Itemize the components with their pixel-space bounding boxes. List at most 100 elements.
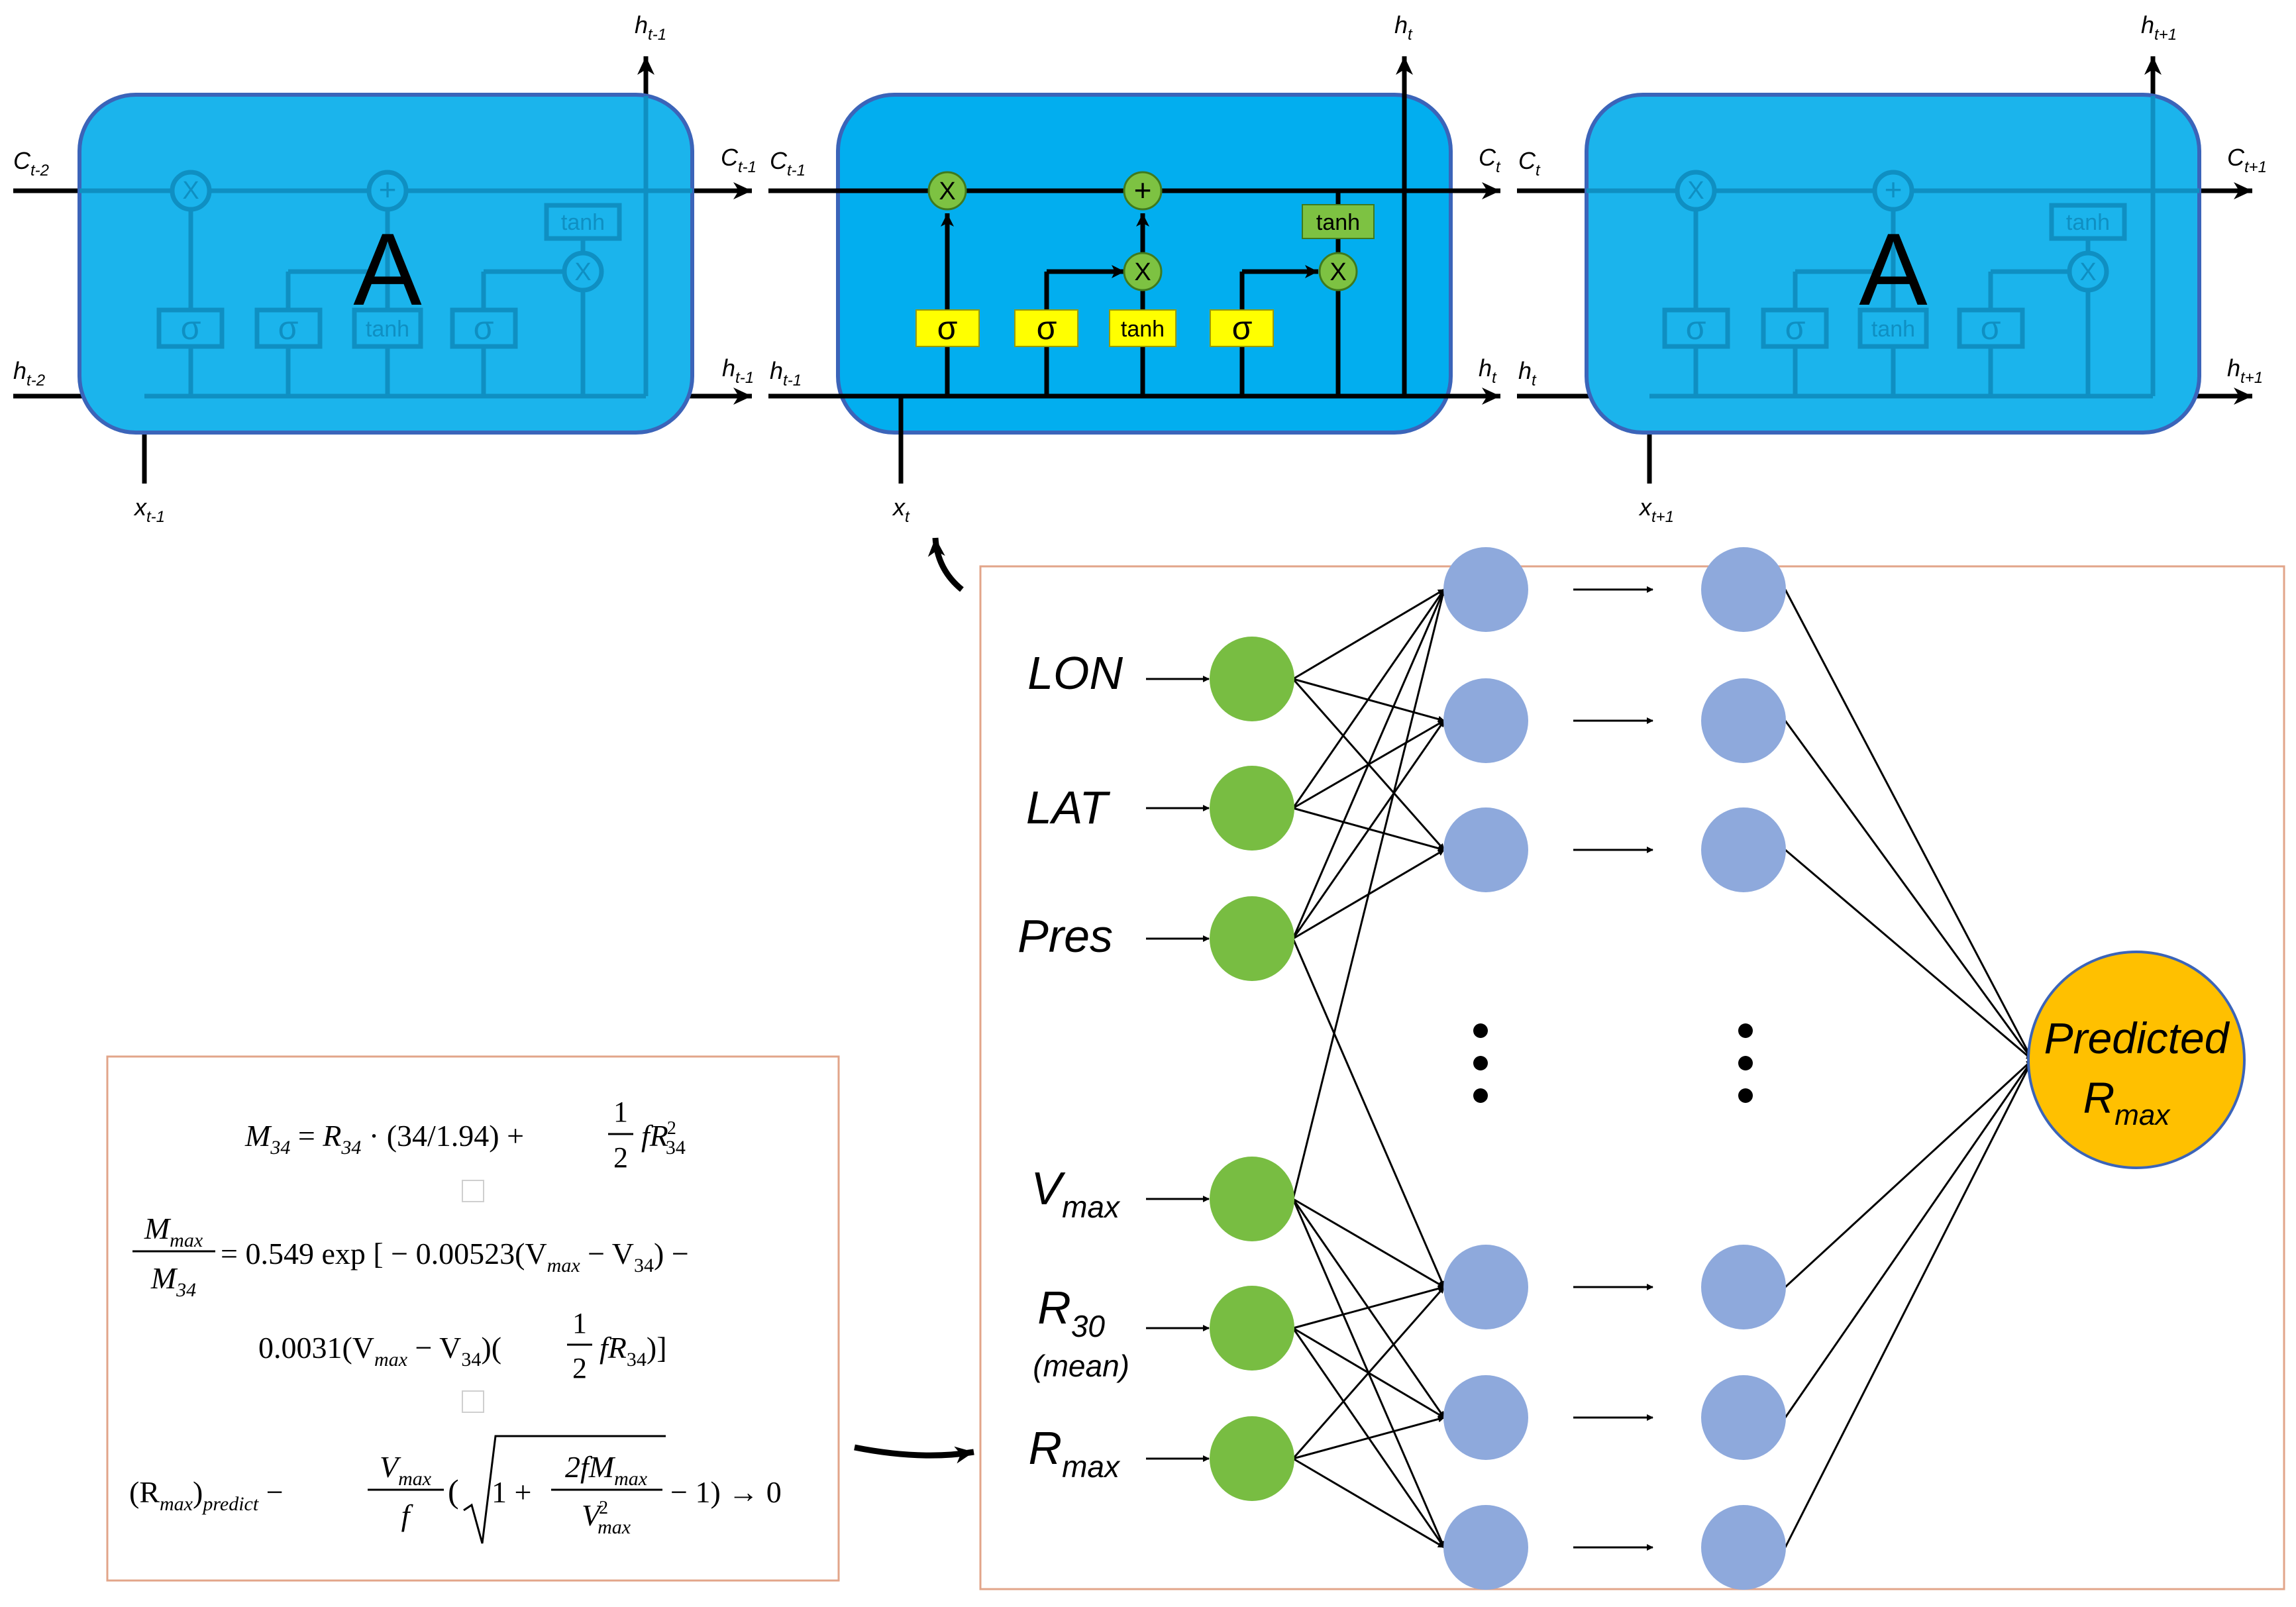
label-h-out-right: ht+1	[2227, 354, 2263, 387]
network-edge	[1292, 588, 1445, 680]
network-edge	[1292, 1416, 1445, 1460]
eq2-fraction-numerator: Mmax	[144, 1212, 203, 1251]
network-edge	[1784, 720, 2034, 1061]
hidden-node	[1443, 807, 1528, 892]
output-node	[2027, 951, 2246, 1169]
input-arrows	[1146, 676, 1210, 1462]
multiply-label: X	[939, 178, 955, 205]
network-edge	[1292, 589, 1445, 939]
label-h-top-right: ht+1	[2141, 11, 2177, 44]
gates-middle	[915, 171, 1375, 347]
equation-1: M34 = R34 · (34/1.94) +	[244, 1119, 524, 1159]
label-h-in-right: ht	[1518, 357, 1537, 389]
input-multiply-node	[1123, 252, 1163, 291]
network-edge	[1292, 589, 1445, 809]
ellipsis-dot	[1738, 1088, 1753, 1103]
placeholder-box	[462, 1180, 484, 1202]
input-label-r30: R30	[1037, 1282, 1105, 1343]
eq4-outer-numerator: Vmax	[380, 1450, 432, 1490]
input-nodes	[1210, 637, 1294, 1501]
eq4-tail: − 1) → 0	[670, 1475, 782, 1509]
faded-gate-labels-left: X + X σ σ tanh σ tanh	[181, 172, 605, 346]
sigma-label: σ	[1232, 309, 1253, 346]
faded-add-label: +	[379, 172, 397, 207]
hidden-node	[1701, 1245, 1786, 1329]
faded-tanh-label: tanh	[561, 210, 605, 235]
hidden-layer-1	[1443, 547, 1528, 1590]
input-label-rmax: Rmax	[1029, 1422, 1121, 1484]
input-label-lon: LON	[1027, 647, 1123, 699]
faded-gate-labels-right: X + X σ σ tanh σ tanh	[1686, 172, 2111, 346]
hidden-node	[1701, 1375, 1786, 1460]
hidden-node	[1443, 547, 1528, 632]
eq2-fraction-denominator: M34	[150, 1261, 196, 1301]
sigma-label: σ	[1037, 309, 1057, 346]
hidden-node	[1443, 1245, 1528, 1329]
input-node	[1210, 1286, 1294, 1371]
cell-add-node	[1123, 171, 1163, 211]
multiply-label: X	[1134, 258, 1151, 286]
eq3-tail: fR34)]	[600, 1331, 667, 1371]
network-edge	[1292, 1198, 1445, 1288]
sqrt-sign	[463, 1435, 666, 1544]
equation-2: = 0.549 exp [ − 0.00523(Vmax − V34) −	[221, 1237, 689, 1276]
hidden-node	[1701, 678, 1786, 763]
input-label-lat: LAT	[1026, 782, 1110, 833]
faded-tanh-label: tanh	[1871, 317, 1915, 342]
equation-box	[106, 1055, 840, 1582]
input-labels: LON LAT Pres Vmax R30 (mean) Rmax	[1018, 647, 1129, 1484]
network-edge	[1292, 1457, 1445, 1549]
hidden-layer-2	[1701, 547, 1786, 1590]
eq3-fraction-denominator: 2	[572, 1352, 587, 1384]
input-node	[1210, 1416, 1294, 1501]
hidden-node	[1443, 1375, 1528, 1460]
eq4-open-paren: (	[448, 1473, 459, 1510]
network-edge	[1292, 720, 1445, 939]
forget-sigma-gate	[915, 309, 980, 347]
eq4-one: 1 +	[492, 1475, 531, 1509]
label-x-in-middle: xt	[892, 493, 910, 526]
network-edge	[1784, 1059, 2034, 1418]
faded-multiply-label: X	[182, 177, 199, 205]
equation-3: 0.0031(Vmax − V34)(	[258, 1331, 501, 1371]
layer-arrows	[1573, 586, 1653, 1551]
network-edge	[1784, 1059, 2034, 1288]
faded-multiply-label: X	[574, 258, 591, 286]
faded-internals-right	[1587, 96, 2199, 399]
add-label: +	[1134, 173, 1152, 207]
cell-tanh-box	[1302, 204, 1375, 239]
network-edge	[1292, 589, 1446, 1200]
label-h-top-left: ht-1	[635, 11, 666, 44]
network-panel: Predicted Rmax LON LAT Pres Vmax R30 (me…	[979, 547, 2285, 1590]
network-to-xt-arrow	[927, 537, 964, 592]
cell-letter-left: A	[353, 212, 422, 327]
input-node	[1210, 896, 1294, 981]
ellipsis-dot	[1473, 1088, 1488, 1103]
label-h-in-left: ht-2	[13, 357, 45, 389]
label-c-out-left: Ct-1	[721, 144, 757, 176]
input-node	[1210, 1157, 1294, 1241]
faded-sigma-label: σ	[474, 309, 494, 346]
tanh-label: tanh	[1316, 210, 1360, 235]
hidden-node	[1701, 807, 1786, 892]
eq1-fraction-numerator: 1	[613, 1096, 628, 1128]
label-c-in-left: Ct-2	[13, 147, 49, 180]
faded-sigma-label: σ	[181, 309, 201, 346]
faded-internals-left	[79, 96, 692, 399]
faded-multiply-label: X	[2079, 258, 2096, 286]
ellipsis-dot	[1473, 1023, 1488, 1038]
network-edge	[1784, 589, 2034, 1061]
candidate-tanh-gate	[1109, 309, 1176, 347]
input-label-pres: Pres	[1018, 910, 1113, 962]
hidden-node	[1443, 1505, 1528, 1590]
ellipsis-dot	[1473, 1056, 1488, 1070]
tanh-label: tanh	[1121, 317, 1165, 342]
output-multiply-node	[1318, 252, 1358, 291]
hidden-node	[1443, 678, 1528, 763]
ellipsis-dot	[1738, 1056, 1753, 1070]
label-c-out-middle: Ct	[1479, 144, 1501, 176]
